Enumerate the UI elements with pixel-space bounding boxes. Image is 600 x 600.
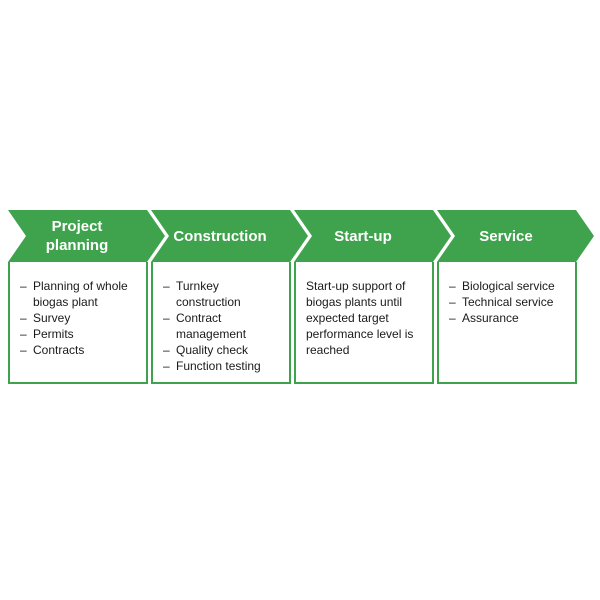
arrow-service <box>437 210 594 262</box>
stage-title: Service <box>479 227 533 245</box>
list-item: Contracts <box>20 342 140 358</box>
stage-box: Planning of whole biogas plant Survey Pe… <box>8 262 148 384</box>
stage-box: Start-up support of biogas plants until … <box>294 262 434 384</box>
stage-items: Biological service Technical service Ass… <box>449 278 569 326</box>
list-item: Survey <box>20 310 140 326</box>
list-item: Planning of whole biogas plant <box>20 278 140 310</box>
list-item: Contract management <box>163 310 283 342</box>
arrow-project-planning <box>8 210 165 262</box>
stage-title: Start-up <box>334 227 392 245</box>
stage-items: Turnkey construction Contract management… <box>163 278 283 374</box>
arrow-start-up <box>294 210 451 262</box>
stage-title: Project planning <box>45 218 109 254</box>
list-item: Assurance <box>449 310 569 326</box>
list-item: Technical service <box>449 294 569 310</box>
stage-box: Turnkey construction Contract management… <box>151 262 291 384</box>
list-item: Biological service <box>449 278 569 294</box>
list-item: Function testing <box>163 358 283 374</box>
stage-title: Construction <box>173 227 267 245</box>
list-item: Permits <box>20 326 140 342</box>
stage-items: Planning of whole biogas plant Survey Pe… <box>20 278 140 358</box>
stage-description: Start-up support of biogas plants until … <box>306 279 414 357</box>
stage-box: Biological service Technical service Ass… <box>437 262 577 384</box>
list-item: Quality check <box>163 342 283 358</box>
list-item: Turnkey construction <box>163 278 283 310</box>
arrow-construction <box>151 210 308 262</box>
